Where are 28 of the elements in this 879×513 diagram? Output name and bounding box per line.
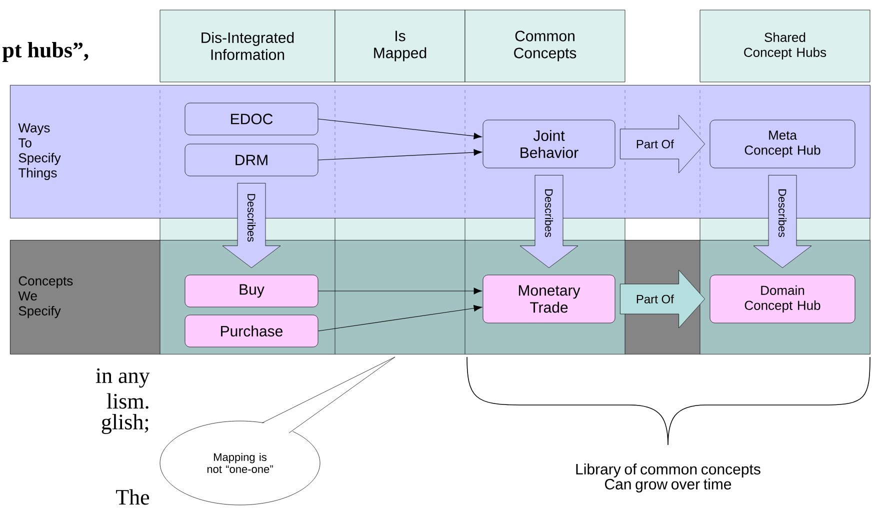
concept-box: Monetary Trade — [482, 274, 616, 324]
concept-box: Domain Concept Hub — [710, 274, 856, 324]
edge-label: Part Of — [636, 140, 674, 148]
edge-label: Part Of — [636, 294, 674, 304]
body-text: in any — [96, 368, 150, 388]
concept-box: Meta Concept Hub — [710, 120, 856, 168]
column-header: Dis-Integrated Information — [160, 10, 336, 82]
speech-bubble: Mapping is not “one-one” — [160, 356, 396, 506]
brace-caption: Library of common concepts Can grow over time — [576, 464, 760, 492]
column-header: Common Concepts — [464, 10, 626, 82]
concept-box: Joint Behavior — [482, 120, 616, 168]
block-arrow — [520, 175, 578, 268]
column-header: Is Mapped — [334, 10, 466, 82]
block-arrow — [753, 175, 812, 268]
body-text: lism. — [106, 393, 148, 409]
arrow — [318, 288, 482, 294]
arrow — [318, 118, 482, 140]
block-arrow — [620, 114, 705, 174]
concept-box: Purchase — [184, 314, 318, 348]
block-arrow — [620, 270, 705, 328]
concept-box: EDOC — [184, 102, 318, 136]
arrow — [318, 149, 482, 160]
concept-box: Buy — [184, 274, 318, 308]
block-arrow — [222, 183, 281, 268]
concept-box: DRM — [184, 144, 318, 176]
arrow — [318, 305, 482, 332]
column-header: Shared Concept Hubs — [700, 10, 870, 82]
body-text: pt hubs”, — [2, 42, 88, 62]
